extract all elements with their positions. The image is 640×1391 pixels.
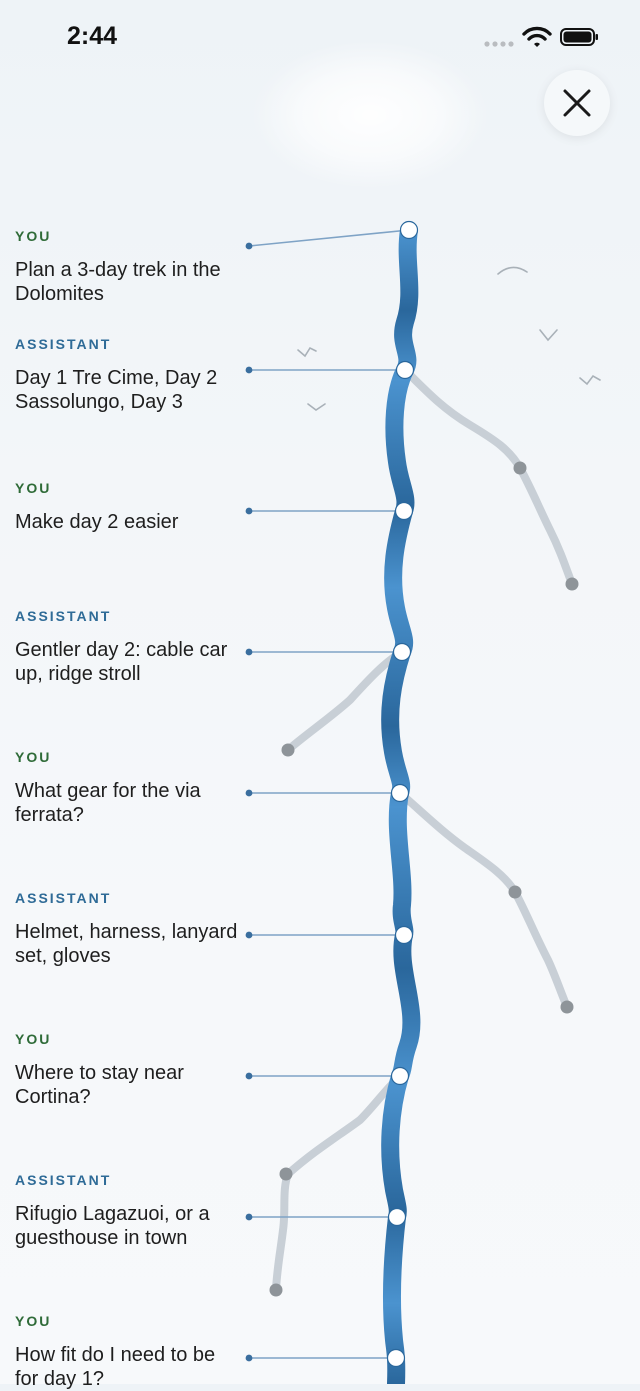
branch	[396, 789, 571, 1011]
message-text: Rifugio Lagazuoi, or a guesthouse in tow…	[15, 1203, 210, 1249]
branch-node	[279, 1167, 293, 1181]
trunk-node	[390, 783, 410, 803]
wifi-icon	[522, 26, 552, 47]
role-label: ASSISTANT	[15, 336, 112, 352]
bird-icon	[539, 329, 558, 342]
trunk-node	[394, 501, 414, 521]
connectors	[248, 229, 410, 1359]
role-label: YOU	[15, 1313, 52, 1329]
message-item[interactable]: ASSISTANT Helmet, harness, lanyard set, …	[15, 890, 240, 968]
trunk-node	[392, 642, 412, 662]
branch-node	[513, 461, 527, 475]
message-item[interactable]: YOU Make day 2 easier	[15, 480, 240, 534]
message-item[interactable]: YOU How fit do I need to be for day 1?	[15, 1313, 240, 1391]
message-text: What gear for the via ferrata?	[15, 780, 201, 826]
battery-icon	[560, 28, 598, 46]
bird-icon	[579, 374, 601, 386]
close-icon	[563, 89, 591, 117]
trunk-node	[390, 1066, 410, 1086]
message-item[interactable]: ASSISTANT Rifugio Lagazuoi, or a guestho…	[15, 1172, 240, 1250]
birds	[297, 266, 601, 411]
trunk-node	[394, 925, 414, 945]
role-label: YOU	[15, 228, 52, 244]
trunk-nodes	[386, 220, 419, 1368]
trunk-node	[395, 360, 415, 380]
message-text: Gentler day 2: cable car up, ridge strol…	[15, 639, 228, 685]
trunk-node	[387, 1207, 407, 1227]
trunk	[381, 221, 421, 1384]
message-item[interactable]: YOU What gear for the via ferrata?	[15, 749, 240, 827]
role-label: YOU	[15, 1031, 52, 1047]
message-item[interactable]: YOU Plan a 3-day trek in the Dolomites	[15, 228, 240, 306]
status-time: 2:44	[67, 22, 118, 50]
branch	[284, 648, 406, 754]
trunk-node	[399, 220, 419, 240]
message-text: Where to stay near Cortina?	[15, 1062, 184, 1108]
bird-icon	[307, 403, 326, 411]
branch-node	[281, 743, 295, 757]
trunk-node	[386, 1348, 406, 1368]
cellular-signal-icon	[484, 41, 514, 47]
message-text: Make day 2 easier	[15, 511, 179, 533]
branch	[401, 366, 576, 588]
message-text: Plan a 3-day trek in the Dolomites	[15, 259, 221, 305]
role-label: YOU	[15, 749, 52, 765]
branch-node	[565, 577, 579, 591]
message-text: Helmet, harness, lanyard set, gloves	[15, 921, 238, 967]
role-label: ASSISTANT	[15, 1172, 112, 1188]
branch-node	[508, 885, 522, 899]
branches	[272, 366, 576, 1294]
branch-node	[269, 1283, 283, 1297]
bird-icon	[497, 266, 528, 275]
message-item[interactable]: ASSISTANT Day 1 Tre Cime, Day 2 Sassolun…	[15, 336, 240, 414]
message-item[interactable]: YOU Where to stay near Cortina?	[15, 1031, 240, 1109]
message-text: Day 1 Tre Cime, Day 2 Sassolungo, Day 3	[15, 367, 218, 413]
branch-node	[560, 1000, 574, 1014]
status-bar: 2:44	[0, 0, 640, 70]
close-button[interactable]	[544, 70, 610, 136]
role-label: ASSISTANT	[15, 890, 112, 906]
message-item[interactable]: ASSISTANT Gentler day 2: cable car up, r…	[15, 608, 240, 686]
connector-dots	[245, 242, 253, 1362]
branch-nodes	[269, 461, 579, 1297]
role-label: YOU	[15, 480, 52, 496]
branch	[272, 1072, 404, 1294]
role-label: ASSISTANT	[15, 608, 112, 624]
bird-icon	[297, 346, 317, 358]
